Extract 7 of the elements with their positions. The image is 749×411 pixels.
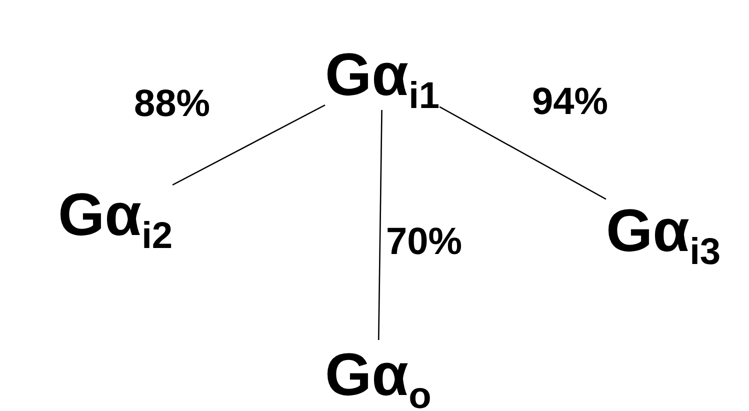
connector-line: [378, 110, 382, 340]
protein-label: Gα$_{o}$: [325, 340, 432, 410]
protein-label: Gα$_{i3}$: [606, 196, 721, 266]
protein-label: Gα$_{i2}$: [58, 180, 173, 250]
connector-line: [172, 104, 326, 186]
protein-label: Gα$_{i1}$: [325, 40, 440, 110]
connector-line: [439, 106, 606, 200]
